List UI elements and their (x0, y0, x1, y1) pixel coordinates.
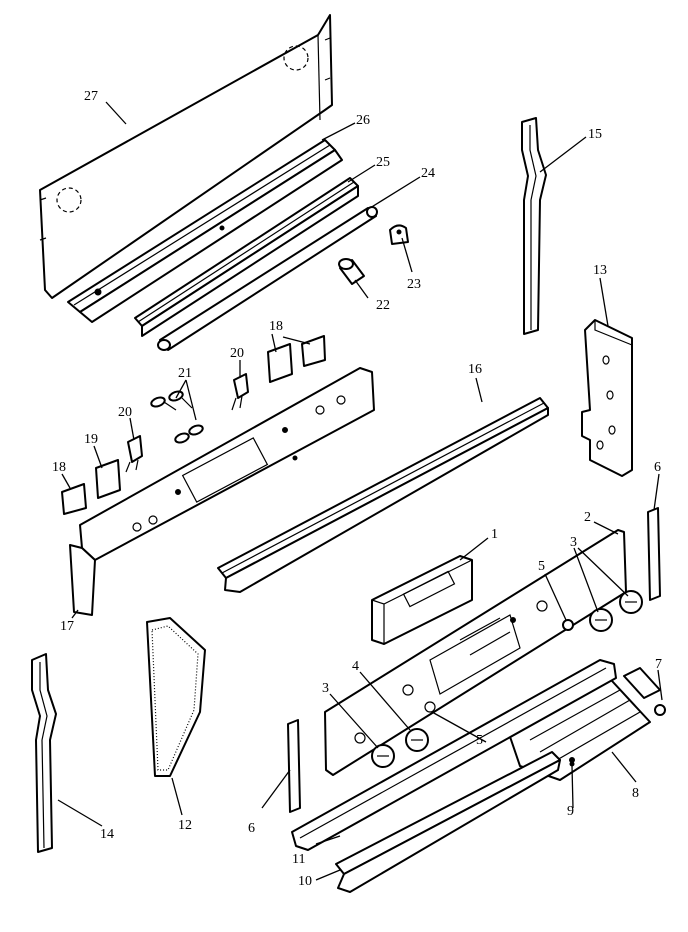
part-7-clip (623, 667, 666, 716)
part-18-switch-block-lower (61, 483, 87, 515)
label-18-upper: 18 (269, 319, 283, 334)
label-13: 13 (593, 263, 607, 278)
part-1-clock-module (371, 555, 473, 645)
part-20-switch-upper (231, 373, 249, 411)
part-19-switch-block (95, 459, 121, 499)
knob-3-left (371, 744, 395, 768)
part-23-lamp-holder (389, 224, 409, 245)
part-10-bottom-trim (335, 751, 561, 893)
part-14-side-trim (31, 653, 57, 853)
label-20-upper: 20 (230, 346, 244, 361)
label-1: 1 (491, 527, 498, 542)
part-9-screw (569, 761, 575, 767)
label-6-right: 6 (654, 460, 661, 475)
knob-3-right-a (589, 608, 613, 632)
label-5-right: 5 (538, 559, 545, 574)
label-2: 2 (584, 510, 591, 525)
part-6-end-cap-left (287, 719, 301, 813)
part-25-rail (134, 177, 359, 337)
knob-4 (405, 728, 429, 752)
label-19: 19 (84, 432, 98, 447)
part-12-insulation (146, 617, 206, 777)
label-5-left: 5 (476, 733, 483, 748)
label-20-lower: 20 (118, 405, 132, 420)
label-22: 22 (376, 298, 390, 313)
label-16: 16 (468, 362, 482, 377)
label-4: 4 (352, 659, 359, 674)
label-12: 12 (178, 818, 192, 833)
label-11: 11 (292, 852, 305, 867)
label-25: 25 (376, 155, 390, 170)
part-17-control-panel (69, 367, 375, 616)
label-3-right: 3 (570, 535, 577, 550)
label-23: 23 (407, 277, 421, 292)
label-27: 27 (84, 89, 98, 104)
label-15: 15 (588, 127, 602, 142)
label-9: 9 (567, 804, 574, 819)
part-22-starter (338, 258, 365, 285)
part-6-end-cap-right (647, 507, 661, 601)
label-6-left: 6 (248, 821, 255, 836)
part-11-lower-trim (291, 659, 617, 851)
part-24-lamp-tube (157, 206, 378, 351)
label-26: 26 (356, 113, 370, 128)
part-20-switch-lower (125, 435, 143, 473)
label-3-left: 3 (322, 681, 329, 696)
part-5-knob-right (562, 619, 574, 631)
part-18-switch-block-upper (267, 335, 326, 383)
label-21: 21 (178, 366, 192, 381)
callout-labels: 27 26 25 24 23 22 15 13 16 18 20 21 20 1… (52, 89, 662, 889)
part-16-front-trim (217, 397, 549, 593)
part-13-side-bracket (581, 319, 633, 477)
label-7: 7 (655, 657, 662, 672)
leader-lines (57, 101, 663, 881)
label-14: 14 (100, 827, 114, 842)
part-26-channel (67, 139, 343, 323)
label-8: 8 (632, 786, 639, 801)
label-24: 24 (421, 166, 435, 181)
part-27-back-panel (39, 14, 333, 299)
part-21-terminals (150, 390, 204, 444)
label-10: 10 (298, 874, 312, 889)
part-15-side-trim (521, 117, 547, 335)
knob-3-right-b (619, 590, 643, 614)
label-17: 17 (60, 619, 74, 634)
label-18-lower: 18 (52, 460, 66, 475)
